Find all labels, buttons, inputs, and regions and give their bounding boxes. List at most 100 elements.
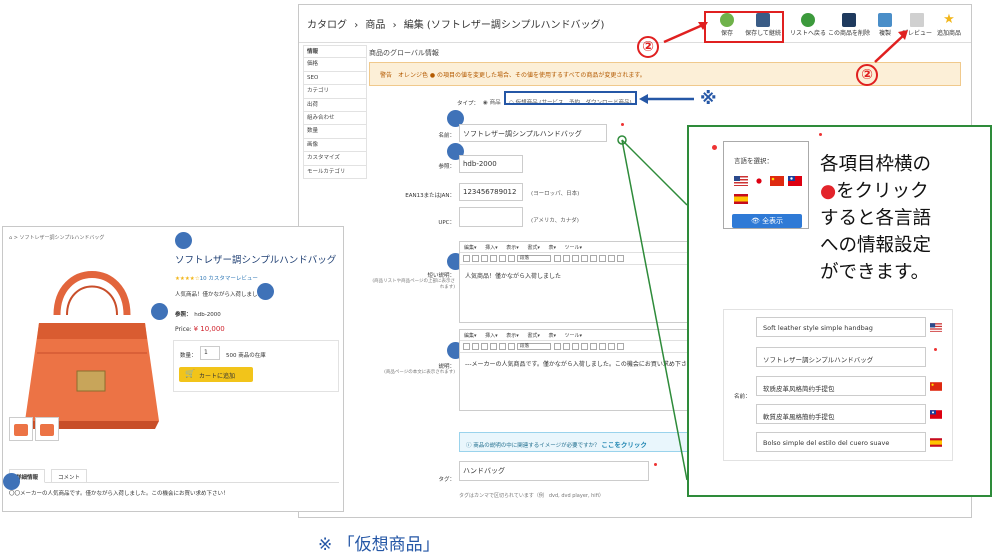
editor-menu-view[interactable]: 表示▾ xyxy=(506,333,519,339)
list-icon[interactable] xyxy=(581,255,588,262)
editor-menu-format[interactable]: 書式▾ xyxy=(527,245,540,251)
us-flag-icon[interactable] xyxy=(734,176,748,186)
list-icon[interactable] xyxy=(581,343,588,350)
editor-menu-tools[interactable]: ツール▾ xyxy=(564,245,583,251)
lang-select-dot[interactable] xyxy=(934,348,937,351)
link-icon[interactable] xyxy=(599,343,606,350)
tw-flag-icon[interactable] xyxy=(788,176,802,186)
save-button[interactable]: 保存 xyxy=(707,13,747,41)
breadcrumb-catalog[interactable]: カタログ xyxy=(307,20,347,31)
editor-style-select[interactable]: 段落 xyxy=(517,343,551,350)
quote-icon[interactable] xyxy=(554,255,561,262)
lang-select-dot[interactable] xyxy=(654,463,657,466)
pilcrow-icon[interactable] xyxy=(563,255,570,262)
delete-product-button[interactable]: この商品を削除 xyxy=(827,13,871,41)
thumbnail-2[interactable] xyxy=(35,417,59,441)
image-icon[interactable] xyxy=(617,255,624,262)
sidebar-item-images[interactable]: 画像 xyxy=(303,138,367,153)
sidebar-item-seo[interactable]: SEO xyxy=(303,71,367,86)
name-field-es[interactable]: Bolso simple del estilo del cuero suave xyxy=(756,432,926,452)
tw-flag-icon[interactable] xyxy=(930,410,942,419)
type-option-product[interactable]: ◉ 商品 xyxy=(483,100,501,106)
preview-button[interactable]: プレビュー xyxy=(897,13,937,41)
superscript-icon[interactable] xyxy=(508,255,515,262)
short-desc-text[interactable]: 人気商品！僅かながら入荷しました xyxy=(465,273,562,280)
link-icon[interactable] xyxy=(599,255,606,262)
desc-editor[interactable]: 編集▾ 挿入▾ 表示▾ 書式▾ 表▾ ツール▾ 段落 ---メーカーの人気商品で… xyxy=(459,329,699,411)
editor-menu-insert[interactable]: 挿入▾ xyxy=(485,245,498,251)
name-field-zh-cn[interactable]: 软质皮革风格简约手提包 xyxy=(756,376,926,396)
save-and-continue-button[interactable]: 保存して継続 xyxy=(743,13,783,41)
pilcrow-icon[interactable] xyxy=(563,343,570,350)
underline-icon[interactable] xyxy=(481,343,488,350)
us-flag-icon[interactable] xyxy=(930,323,942,332)
underline-icon[interactable] xyxy=(481,255,488,262)
subscript-icon[interactable] xyxy=(499,255,506,262)
sidebar-item-customize[interactable]: カスタマイズ xyxy=(303,152,367,166)
name-field-zh-tw[interactable]: 軟質皮革風格簡約手提包 xyxy=(756,404,926,424)
unlink-icon[interactable] xyxy=(608,255,615,262)
bold-icon[interactable] xyxy=(463,255,470,262)
name-field-en[interactable]: Soft leather style simple handbag xyxy=(756,317,926,337)
lang-select-dot[interactable] xyxy=(819,133,822,136)
reviews-link[interactable]: 10 カスタマーレビュー xyxy=(199,276,258,282)
indent-icon[interactable] xyxy=(590,255,597,262)
editor-menu-edit[interactable]: 編集▾ xyxy=(464,333,477,339)
ref-field[interactable]: hdb-2000 xyxy=(459,155,523,173)
editor-menu-tools[interactable]: ツール▾ xyxy=(564,333,583,339)
sidebar-item-mall-category[interactable]: モールカテゴリ xyxy=(303,165,367,179)
es-flag-icon[interactable] xyxy=(930,438,942,447)
back-to-list-button[interactable]: リストへ戻る xyxy=(788,13,828,41)
show-all-button[interactable]: 👁 全表示 xyxy=(732,214,802,228)
store-breadcrumb[interactable]: ⌂ > ソフトレザー調シンプルハンドバッグ xyxy=(9,235,105,241)
name-field[interactable]: ソフトレザー調シンプルハンドバッグ xyxy=(459,124,607,142)
subscript-icon[interactable] xyxy=(499,343,506,350)
click-here-link[interactable]: ここをクリック xyxy=(601,441,647,449)
sidebar-item-info[interactable]: 情報 xyxy=(303,45,367,59)
cn-flag-icon[interactable] xyxy=(770,176,784,186)
add-to-cart-button[interactable]: 🛒カートに追加 xyxy=(179,367,253,382)
upc-field[interactable] xyxy=(459,207,523,227)
editor-menu-table[interactable]: 表▾ xyxy=(548,245,556,251)
editor-menu-format[interactable]: 書式▾ xyxy=(527,333,540,339)
tag-field[interactable]: ハンドバッグ xyxy=(459,461,649,481)
editor-style-select[interactable]: 段落 xyxy=(517,255,551,262)
rating-stars: ★★★★☆10 カスタマーレビュー xyxy=(175,276,258,282)
quote-icon[interactable] xyxy=(554,343,561,350)
image-icon[interactable] xyxy=(617,343,624,350)
strike-icon[interactable] xyxy=(490,343,497,350)
bold-icon[interactable] xyxy=(463,343,470,350)
sidebar-item-shipping[interactable]: 出荷 xyxy=(303,98,367,112)
name-field-ja[interactable]: ソフトレザー調シンプルハンドバッグ xyxy=(756,347,926,367)
thumbnail-1[interactable] xyxy=(9,417,33,441)
marker-dot xyxy=(3,473,20,490)
strike-icon[interactable] xyxy=(490,255,497,262)
indent-icon[interactable] xyxy=(590,343,597,350)
editor-menu-insert[interactable]: 挿入▾ xyxy=(485,333,498,339)
lang-select-dot[interactable] xyxy=(712,145,717,150)
add-product-button[interactable]: ★ 追加商品 xyxy=(936,12,961,37)
ean-field[interactable]: 123456789012 xyxy=(459,183,523,201)
qty-input[interactable]: 1 xyxy=(200,346,220,360)
breadcrumb-products[interactable]: 商品 xyxy=(365,20,386,31)
italic-icon[interactable] xyxy=(472,343,479,350)
align-icon[interactable] xyxy=(572,255,579,262)
sidebar-item-combinations[interactable]: 組み合わせ xyxy=(303,111,367,126)
tab-comments[interactable]: コメント xyxy=(51,469,88,483)
unlink-icon[interactable] xyxy=(608,343,615,350)
editor-menu-table[interactable]: 表▾ xyxy=(548,333,556,339)
short-desc-editor[interactable]: 編集▾ 挿入▾ 表示▾ 書式▾ 表▾ ツール▾ 段落 人気商品！僅かながら入荷し… xyxy=(459,241,691,323)
lang-select-dot[interactable] xyxy=(621,123,624,126)
desc-text[interactable]: ---メーカーの人気商品です。僅かながら入荷しました。この機会にお買い求め下さい… xyxy=(465,361,699,368)
es-flag-icon[interactable] xyxy=(734,194,748,204)
editor-menu-edit[interactable]: 編集▾ xyxy=(464,245,477,251)
cn-flag-icon[interactable] xyxy=(930,382,942,391)
jp-flag-icon[interactable] xyxy=(752,176,766,186)
superscript-icon[interactable] xyxy=(508,343,515,350)
sidebar-item-price[interactable]: 価格 xyxy=(303,58,367,72)
align-icon[interactable] xyxy=(572,343,579,350)
sidebar-item-quantity[interactable]: 数量 xyxy=(303,125,367,139)
sidebar-item-category[interactable]: カテゴリ xyxy=(303,85,367,99)
italic-icon[interactable] xyxy=(472,255,479,262)
editor-menu-view[interactable]: 表示▾ xyxy=(506,245,519,251)
